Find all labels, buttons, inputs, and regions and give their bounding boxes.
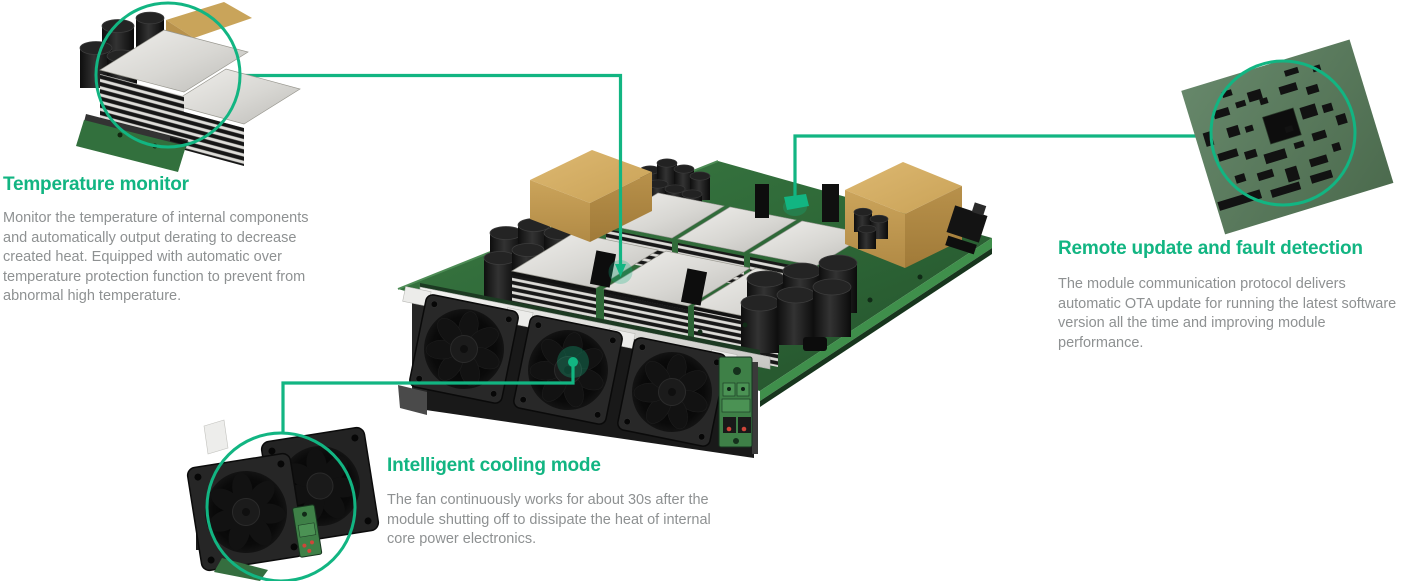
callout-ring-temperature bbox=[94, 1, 242, 149]
connector-line-cooling bbox=[281, 346, 589, 433]
callout-cooling-body: The fan continuously works for about 30s… bbox=[387, 492, 711, 547]
terminal-board bbox=[718, 356, 753, 448]
connector-line-temperature bbox=[240, 73, 633, 284]
callout-temperature-body: Monitor the temperature of internal comp… bbox=[3, 210, 309, 304]
callout-remote-body: The module communication protocol delive… bbox=[1058, 276, 1397, 351]
callout-photo-remote bbox=[1181, 39, 1394, 235]
connector-line-remote bbox=[783, 134, 1211, 216]
fan-1 bbox=[409, 294, 519, 404]
callout-temperature: Temperature monitor Monitor the temperat… bbox=[3, 175, 363, 307]
callout-photo-cooling bbox=[186, 419, 380, 581]
fan-3 bbox=[617, 337, 727, 447]
callout-remote-heading: Remote update and fault detection bbox=[1058, 238, 1363, 259]
capacitor-cluster-right bbox=[740, 254, 858, 353]
callout-photo-temperature bbox=[76, 1, 301, 172]
callout-cooling-heading: Intelligent cooling mode bbox=[387, 455, 601, 476]
callout-ring-cooling bbox=[205, 431, 357, 581]
callout-temperature-heading: Temperature monitor bbox=[3, 174, 189, 195]
cooling-fans-closeup bbox=[186, 419, 380, 581]
callout-ring-remote bbox=[1209, 59, 1357, 207]
callout-cooling: Intelligent cooling mode The fan continu… bbox=[387, 456, 767, 550]
power-module bbox=[397, 150, 992, 458]
callout-remote: Remote update and fault detection The mo… bbox=[1058, 239, 1428, 353]
corner-connector bbox=[945, 202, 988, 255]
capacitor-cluster-small bbox=[853, 207, 889, 249]
heatsink-closeup bbox=[76, 2, 301, 172]
